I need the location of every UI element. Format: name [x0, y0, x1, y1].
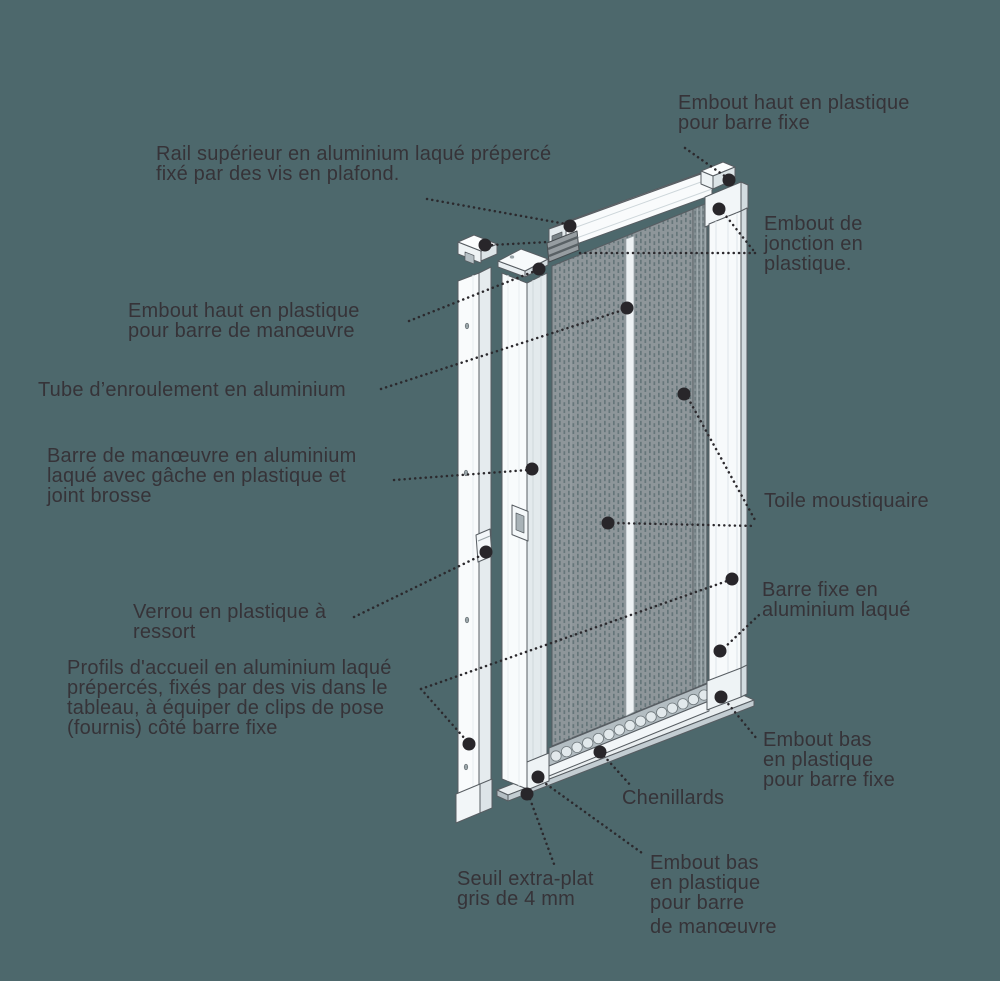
callout-dot	[725, 572, 739, 586]
callout-dot	[713, 644, 727, 658]
label-chenillards: Chenillards	[622, 787, 725, 809]
label-toile-moustiquaire: Toile moustiquaire	[764, 490, 929, 512]
label-seuil-extra-plat: Seuil extra-plat gris de 4 mm	[457, 868, 594, 910]
callout-dots	[462, 173, 739, 801]
junction-end-cap-drawing	[546, 230, 580, 263]
callout-dot	[479, 545, 493, 559]
label-verrou-ressort: Verrou en plastique à ressort	[133, 601, 327, 643]
callout-dot	[677, 387, 691, 401]
label-embout-bas-barre-fixe: Embout bas en plastique pour barre fixe	[763, 729, 895, 791]
callout-dot	[593, 745, 607, 759]
label-embout-haut-barre-fixe: Embout haut en plastique pour barre fixe	[678, 92, 910, 134]
callout-dot	[620, 301, 634, 315]
label-tube-enroulement: Tube d’enroulement en aluminium	[38, 379, 346, 401]
label-embout-jonction: Embout de jonction en plastique.	[764, 213, 863, 275]
label-barre-fixe: Barre fixe en aluminium laqué	[762, 579, 911, 621]
label-rail-superieur: Rail supérieur en aluminium laqué préper…	[156, 143, 552, 185]
callout-dot	[462, 737, 476, 751]
mesh-panel-drawing	[551, 202, 708, 747]
callout-dot	[722, 173, 736, 187]
callout-dot	[531, 770, 545, 784]
callout-dot	[601, 516, 615, 530]
chenillard-track-drawing	[548, 682, 710, 777]
callout-dot	[525, 462, 539, 476]
label-embout-haut-barre-manoeuvre: Embout haut en plastique pour barre de m…	[128, 300, 360, 342]
leader-lines	[352, 146, 761, 866]
handle-bar-top-cap-drawing	[457, 234, 498, 265]
handle-bar-drawing	[497, 248, 550, 791]
callout-dot	[520, 787, 534, 801]
fixed-bar-drawing	[704, 181, 749, 711]
callout-dot	[532, 262, 546, 276]
label-profils-accueil: Profils d'accueil en aluminium laqué pré…	[67, 657, 392, 739]
callout-dot	[714, 690, 728, 704]
label-embout-bas-barre-manoeuvre: Embout bas en plastique pour barre de ma…	[650, 852, 777, 938]
callout-dot	[712, 202, 726, 216]
receiver-profile-drawing	[455, 266, 493, 824]
callout-dot	[478, 238, 492, 252]
label-barre-manoeuvre: Barre de manœuvre en aluminium laqué ave…	[47, 445, 357, 507]
callout-dot	[563, 219, 577, 233]
